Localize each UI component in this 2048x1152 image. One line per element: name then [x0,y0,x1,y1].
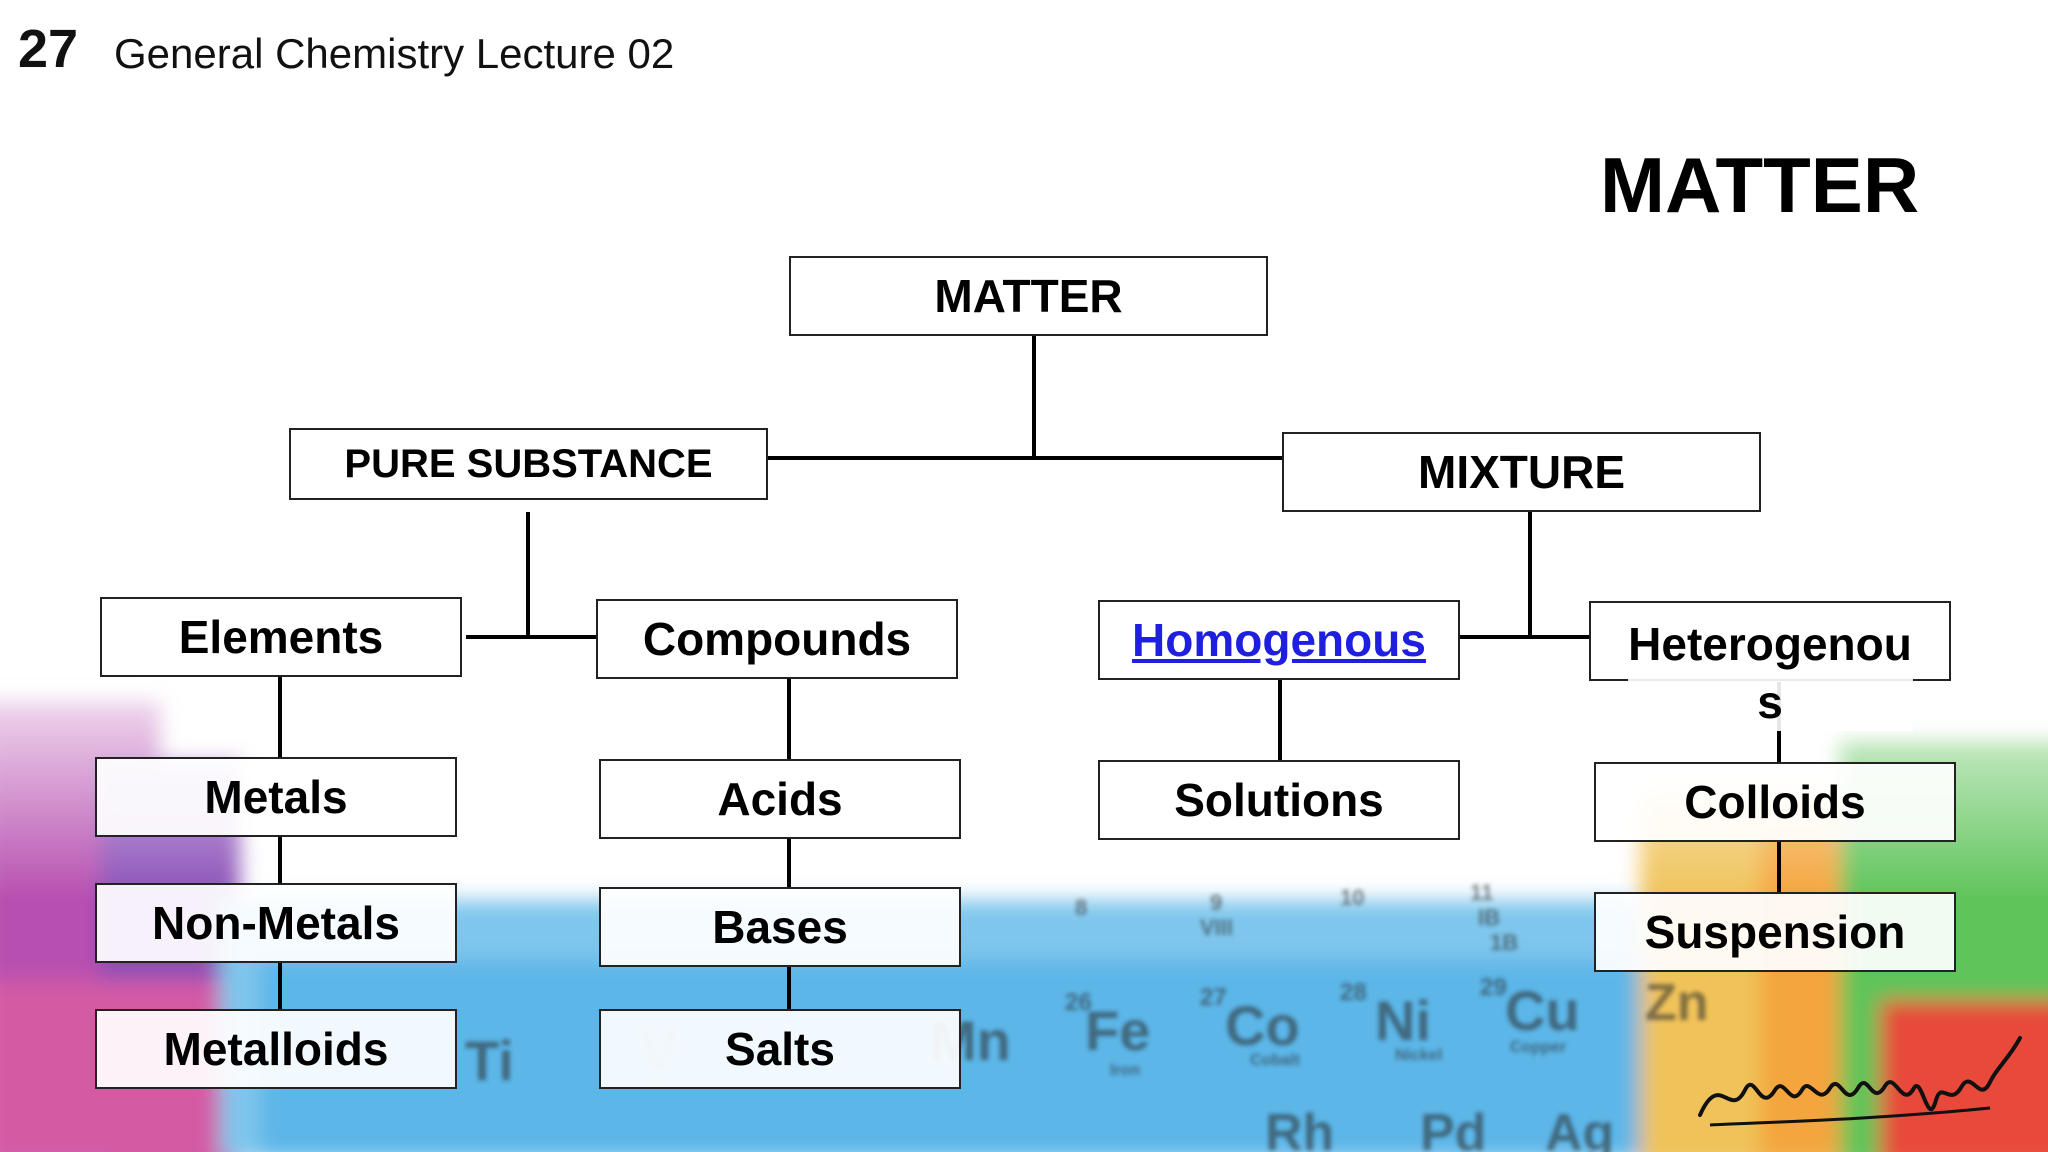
connector-colloids-suspension [1777,842,1781,892]
box-compounds: Compounds [596,599,958,679]
connector-metals-nonmetals [278,837,282,883]
box-heterogeneous: Heterogenou s [1589,601,1951,731]
box-metals-label: Metals [204,771,348,823]
box-solutions: Solutions [1098,760,1460,840]
box-elements: Elements [100,597,462,677]
connector-matter-horizontal [768,456,1282,460]
connector-matter-down [1032,334,1036,458]
svg-text:Nickel: Nickel [1395,1047,1442,1064]
box-mixture-label: MIXTURE [1418,446,1625,498]
box-non-metals-label: Non-Metals [152,897,400,949]
svg-text:Cu: Cu [1505,979,1580,1042]
homogenous-link[interactable]: Homogenous [1132,614,1426,666]
svg-text:Pd: Pd [1420,1104,1486,1152]
connector-nonmetals-metalloids [278,963,282,1009]
svg-text:Ni: Ni [1375,989,1431,1052]
connector-homo-hetero [1460,635,1590,639]
svg-text:Ag: Ag [1545,1104,1614,1152]
connector-pure-down [526,512,530,638]
svg-text:11: 11 [1470,880,1493,905]
svg-text:10: 10 [1340,885,1364,910]
box-matter-label: MATTER [934,270,1123,322]
box-pure-substance-label: PURE SUBSTANCE [344,441,713,486]
slide-title: MATTER [1600,141,1920,229]
box-colloids: Colloids [1594,762,1956,842]
box-acids-label: Acids [717,773,843,825]
box-matter: MATTER [789,256,1268,336]
connector-homo-solutions [1278,680,1282,760]
box-colloids-label: Colloids [1684,776,1866,828]
svg-text:Co: Co [1225,994,1300,1057]
svg-text:Fe: Fe [1085,999,1150,1062]
box-metals: Metals [95,757,457,837]
box-suspension: Suspension [1594,892,1956,972]
svg-text:1B: 1B [1490,930,1518,955]
connector-compounds-acids [787,679,791,759]
box-salts-label: Salts [725,1023,835,1075]
box-bases-label: Bases [712,901,848,953]
box-heterogeneous-label: Heterogenou s [1627,615,1913,731]
svg-text:VIII: VIII [1200,915,1233,940]
svg-text:8: 8 [1075,895,1087,920]
box-salts: Salts [599,1009,961,1089]
box-homogenous[interactable]: Homogenous [1098,600,1460,680]
svg-text:28: 28 [1340,979,1367,1006]
svg-text:Cobalt: Cobalt [1250,1052,1300,1069]
box-metalloids-label: Metalloids [163,1023,389,1075]
box-mixture: MIXTURE [1282,432,1761,512]
course-title: General Chemistry Lecture 02 [114,30,675,77]
slide-number: 27 [18,19,79,79]
svg-text:Rh: Rh [1265,1104,1334,1152]
svg-text:9: 9 [1210,890,1222,915]
connector-mixture-down [1528,512,1532,638]
connector-acids-bases [787,839,791,887]
box-suspension-label: Suspension [1644,906,1906,958]
connector-bases-salts [787,967,791,1009]
box-non-metals: Non-Metals [95,883,457,963]
box-acids: Acids [599,759,961,839]
author-signature [1698,1036,2022,1127]
svg-text:29: 29 [1480,974,1507,1001]
connector-elements-compounds [466,635,596,639]
box-metalloids: Metalloids [95,1009,457,1089]
box-elements-label: Elements [178,611,384,663]
svg-text:Copper: Copper [1510,1039,1566,1056]
box-pure-substance: PURE SUBSTANCE [289,428,768,500]
connector-elements-metals [278,677,282,757]
box-compounds-label: Compounds [642,613,912,665]
box-solutions-label: Solutions [1174,774,1384,826]
svg-text:Ti: Ti [465,1029,514,1092]
svg-text:27: 27 [1200,984,1227,1011]
svg-text:IB: IB [1478,905,1500,930]
svg-text:Zn: Zn [1645,974,1709,1032]
box-bases: Bases [599,887,961,967]
svg-text:Iron: Iron [1110,1062,1140,1079]
svg-text:26: 26 [1065,989,1092,1016]
